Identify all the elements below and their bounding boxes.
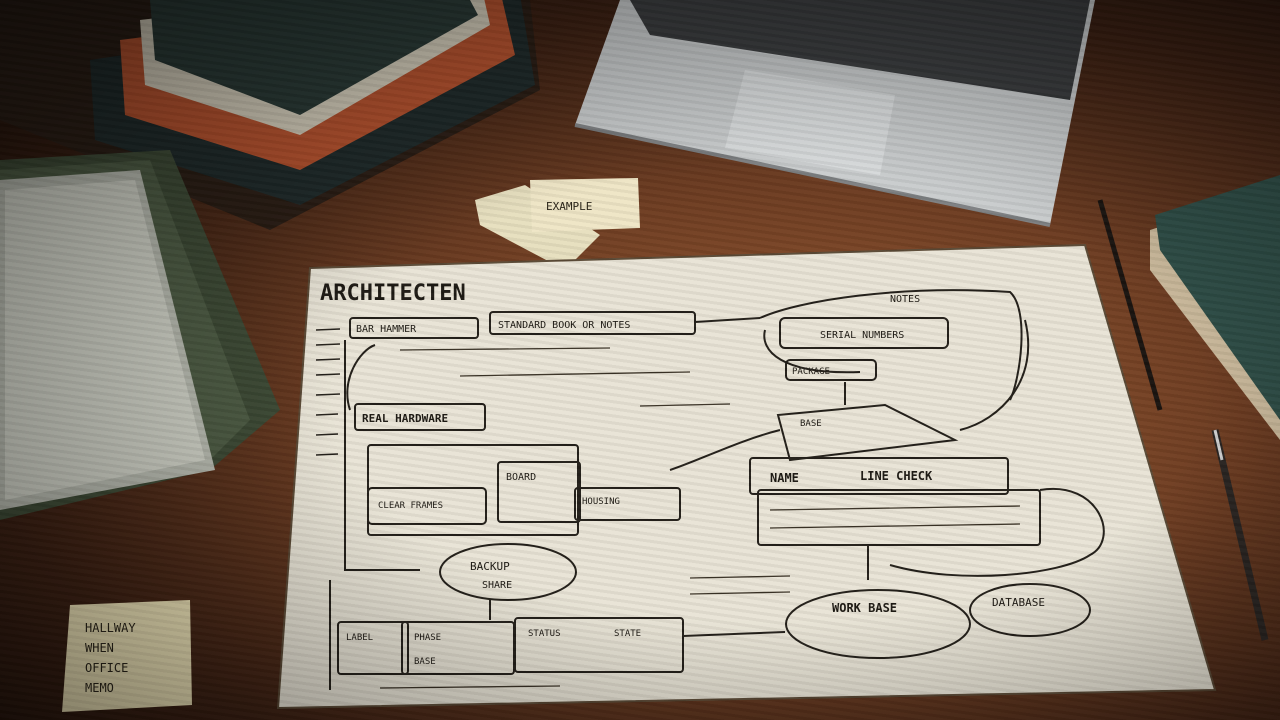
label-oval-a-sub: SHARE bbox=[482, 580, 512, 591]
pen-right bbox=[1211, 429, 1269, 641]
sticky-note-line-3: OFFICE bbox=[85, 661, 128, 675]
book-right bbox=[1150, 175, 1280, 440]
label-diamond: BASE bbox=[800, 419, 822, 429]
sticky-note-line-4: MEMO bbox=[85, 681, 114, 695]
label-bottom-c: BASE bbox=[414, 657, 436, 667]
sticky-note-line-2: WHEN bbox=[85, 641, 114, 655]
label-bottom-a: LABEL bbox=[346, 633, 373, 643]
sticky-note-bottom bbox=[62, 600, 192, 712]
laptop bbox=[574, 0, 1095, 227]
label-top-bar-right: STANDARD BOOK OR NOTES bbox=[498, 320, 630, 331]
sticky-note-small-text: EXAMPLE bbox=[546, 200, 592, 213]
sticky-note-small bbox=[475, 178, 640, 270]
label-mid-note: HOUSING bbox=[582, 497, 620, 507]
sticky-note-line-1: HALLWAY bbox=[85, 621, 136, 635]
label-center-tag: PACKAGE bbox=[792, 367, 830, 377]
label-top-right-box2: SERIAL NUMBERS bbox=[820, 330, 904, 341]
label-left-inner: CLEAR FRAMES bbox=[378, 501, 443, 511]
label-left-box: REAL HARDWARE bbox=[362, 412, 448, 425]
label-right-table-a: NAME bbox=[770, 471, 799, 485]
label-top-bar-left: BAR HAMMER bbox=[356, 324, 417, 335]
label-mid-box: BOARD bbox=[506, 472, 536, 483]
label-oval-c: DATABASE bbox=[992, 596, 1045, 609]
label-oval-a: BACKUP bbox=[470, 560, 510, 573]
blueprint-title: ARCHITECTEN bbox=[320, 281, 466, 306]
label-right-table-b: LINE CHECK bbox=[860, 469, 933, 483]
label-bottom-b: PHASE bbox=[414, 633, 441, 643]
label-oval-b: WORK BASE bbox=[832, 601, 897, 615]
label-bottom-d: STATUS bbox=[528, 629, 561, 639]
label-top-right-box: NOTES bbox=[890, 294, 920, 305]
label-bottom-e: STATE bbox=[614, 629, 641, 639]
